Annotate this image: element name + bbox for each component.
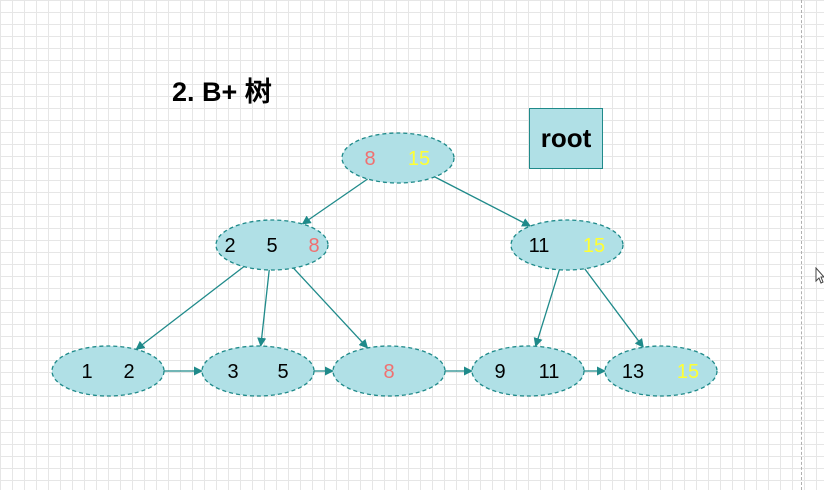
node-shape bbox=[510, 219, 624, 271]
node-key: 11 bbox=[529, 235, 550, 257]
edge-internal-left-to-leaf-1 bbox=[135, 266, 245, 350]
node-key: 15 bbox=[408, 148, 430, 170]
edge-internal-left-to-leaf-2 bbox=[257, 269, 270, 347]
node-shape bbox=[341, 132, 455, 184]
node-key: 15 bbox=[583, 235, 605, 257]
node-key: 1 bbox=[81, 361, 92, 383]
edges-layer bbox=[135, 176, 644, 376]
node-key: 5 bbox=[277, 361, 288, 383]
root-label-box[interactable]: root bbox=[529, 108, 603, 169]
node-key: 8 bbox=[383, 361, 394, 383]
node-key: 8 bbox=[308, 235, 319, 257]
node-shape bbox=[215, 219, 329, 271]
edge-root-node-to-internal-right bbox=[434, 176, 532, 227]
tree-node-internal-left[interactable]: 2 5 8 bbox=[215, 219, 329, 271]
page-boundary-line bbox=[801, 0, 802, 490]
edge-internal-right-to-leaf-5 bbox=[584, 268, 644, 349]
node-shape bbox=[332, 345, 446, 397]
node-key: 2 bbox=[123, 361, 134, 383]
node-key: 11 bbox=[539, 361, 560, 383]
node-key: 2 bbox=[224, 235, 235, 257]
tree-node-root-node[interactable]: 8 15 bbox=[341, 132, 455, 184]
node-key: 5 bbox=[266, 235, 277, 257]
edge-internal-right-to-leaf-4 bbox=[533, 269, 560, 348]
node-shape bbox=[604, 345, 718, 397]
tree-node-leaf-3[interactable]: 8 bbox=[332, 345, 446, 397]
node-key: 3 bbox=[227, 361, 238, 383]
node-shape bbox=[201, 345, 315, 397]
node-key: 15 bbox=[677, 361, 699, 383]
diagram-title: 2. B+ 树 bbox=[172, 77, 272, 107]
tree-node-leaf-5[interactable]: 13 15 bbox=[604, 345, 718, 397]
tree-node-leaf-4[interactable]: 9 11 bbox=[471, 345, 585, 397]
tree-node-internal-right[interactable]: 11 15 bbox=[510, 219, 624, 271]
edge-root-node-to-internal-left bbox=[301, 178, 368, 225]
node-shape bbox=[471, 345, 585, 397]
edge-internal-left-to-leaf-3 bbox=[292, 267, 369, 349]
node-key: 13 bbox=[622, 361, 644, 383]
node-shape bbox=[51, 345, 165, 397]
node-key: 8 bbox=[364, 148, 375, 170]
root-label: root bbox=[540, 123, 592, 153]
node-key: 9 bbox=[494, 361, 505, 383]
mouse-cursor-icon bbox=[815, 267, 824, 284]
